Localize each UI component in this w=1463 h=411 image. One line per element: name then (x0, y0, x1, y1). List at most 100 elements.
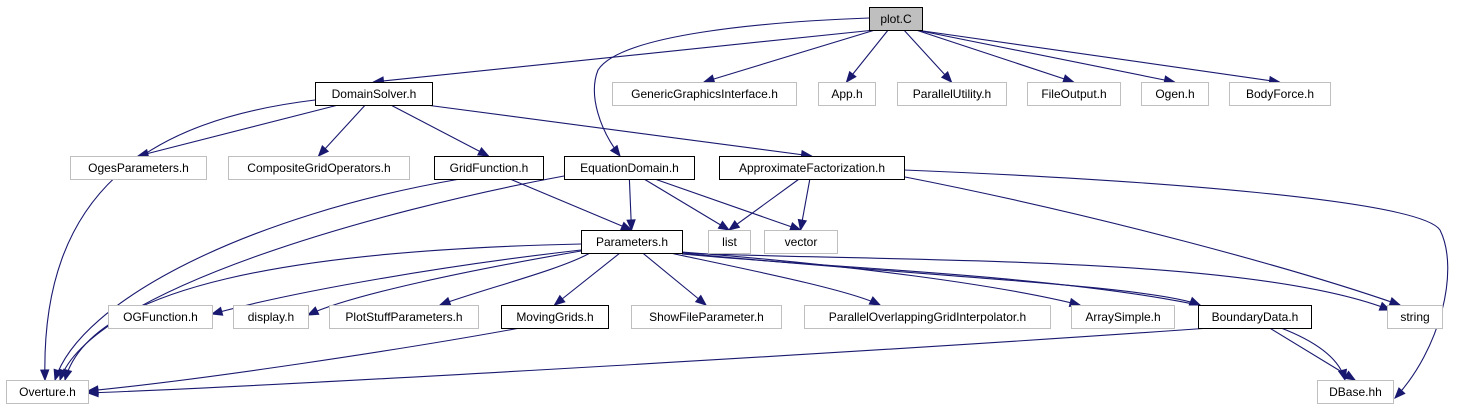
edge-parameters-to-display (306, 250, 582, 316)
node-label: FileOutput.h (1041, 87, 1106, 101)
edge-domainsolver-to-gridfunction (390, 104, 490, 157)
node-box (1027, 82, 1121, 106)
node-box (612, 82, 797, 106)
node-box (315, 82, 433, 106)
edge-line (87, 327, 1211, 394)
edge-line (439, 252, 591, 306)
edge-line (846, 29, 889, 83)
node-box (434, 156, 544, 180)
edge-line (593, 17, 870, 157)
node-label: string (1400, 310, 1429, 324)
edge-line (903, 29, 952, 83)
edge-arrowhead (694, 294, 708, 306)
node-parallelutility: ParallelUtility.h (897, 82, 1007, 106)
edge-plot_c-to-bodyforce (915, 29, 1281, 86)
node-fileoutput: FileOutput.h (1027, 82, 1121, 106)
node-label: BoundaryData.h (1212, 310, 1299, 324)
edge-line (681, 251, 1081, 306)
node-box (501, 305, 609, 329)
nodes-layer: plot.C DomainSolver.h GenericGraphicsInter… (6, 7, 1443, 404)
node-boundarydata[interactable]: BoundaryData.h (1198, 305, 1312, 329)
node-box (1229, 82, 1331, 106)
node-display: display.h (233, 305, 309, 329)
edge-parameters-to-arraysimple (681, 251, 1082, 308)
node-ogesparameters: OgesParameters.h (70, 156, 207, 180)
node-box (70, 156, 207, 180)
node-parameters[interactable]: Parameters.h (581, 230, 683, 254)
edge-line (44, 99, 316, 381)
edge-arrowhead (702, 74, 716, 84)
node-label: Overture.h (19, 385, 76, 399)
edge-arrowhead (63, 368, 73, 382)
node-box (708, 230, 751, 254)
edge-line (915, 29, 1280, 83)
node-label: vector (785, 235, 818, 249)
node-overture: Overture.h (6, 380, 89, 404)
edge-arrowhead (438, 296, 452, 306)
node-label: ParallelUtility.h (913, 87, 991, 101)
node-vector: vector (764, 230, 838, 254)
edge-gridfunction-to-overture (53, 178, 461, 382)
edge-domainsolver-to-ogesparameters (136, 104, 339, 158)
edge-line (703, 29, 876, 83)
edge-arrowhead (210, 306, 224, 316)
node-equationdomain[interactable]: EquationDomain.h (564, 156, 695, 180)
node-label: DBase.hh (1329, 385, 1382, 399)
node-gridfunction[interactable]: GridFunction.h (434, 156, 544, 180)
edge-domainsolver-to-compositegridoperators (317, 104, 366, 157)
node-label: Parameters.h (596, 235, 668, 249)
edge-line (390, 104, 489, 157)
edge-parameters-to-poginterp (669, 252, 882, 306)
node-plotstuffparameters: PlotStuffParameters.h (329, 305, 479, 329)
edge-arrowhead (1394, 387, 1406, 399)
node-poginterp: ParallelOverlappingGridInterpolator.h (804, 305, 1051, 329)
node-label: GridFunction.h (450, 161, 529, 175)
node-box (1387, 305, 1443, 329)
node-box (329, 305, 479, 329)
node-label: DomainSolver.h (332, 87, 417, 101)
edge-plot_c-to-equationdomain (593, 17, 870, 158)
edge-plot_c-to-domainsolver (372, 29, 876, 86)
node-ogen: Ogen.h (1141, 82, 1209, 106)
edge-line (1269, 327, 1356, 381)
edge-plot_c-to-fileoutput (915, 29, 1075, 84)
edge-line (509, 178, 632, 231)
edge-line (318, 104, 366, 157)
edge-line (64, 243, 582, 381)
edge-line (54, 178, 461, 381)
node-box (564, 156, 695, 180)
edge-approxfactorization-to-list (727, 178, 800, 231)
node-label: GenericGraphicsInterface.h (631, 87, 778, 101)
edge-parameters-to-showfileparameter (642, 252, 708, 306)
edge-line (654, 178, 801, 231)
edge-arrowhead (1388, 297, 1402, 307)
edge-line (642, 252, 707, 306)
node-label: EquationDomain.h (580, 161, 679, 175)
node-label: OGFunction.h (123, 310, 198, 324)
edge-arrowhead (845, 70, 857, 84)
node-box (233, 305, 309, 329)
node-approxfactorization[interactable]: ApproximateFactorization.h (719, 156, 905, 180)
edge-movinggrids-to-overture (86, 327, 521, 395)
node-label: PlotStuffParameters.h (345, 310, 462, 324)
edge-line (669, 252, 881, 306)
node-label: plot.C (880, 12, 912, 26)
edge-approxfactorization-to-vector (797, 178, 811, 232)
edge-arrowhead (317, 145, 330, 157)
node-movinggrids[interactable]: MovingGrids.h (501, 305, 609, 329)
edge-arrowhead (306, 306, 320, 316)
edge-line (137, 104, 339, 157)
node-label: ShowFileParameter.h (649, 310, 764, 324)
node-label: BodyForce.h (1246, 87, 1314, 101)
node-box (719, 156, 905, 180)
node-box (1317, 380, 1394, 404)
node-plot_c[interactable]: plot.C (869, 7, 923, 31)
edge-arrowhead (940, 71, 953, 83)
edge-arrowhead (1188, 296, 1202, 306)
node-label: MovingGrids.h (516, 310, 593, 324)
node-bodyforce: BodyForce.h (1229, 82, 1331, 106)
node-box (1198, 305, 1312, 329)
node-domainsolver[interactable]: DomainSolver.h (315, 82, 433, 106)
edge-arrowhead (717, 220, 731, 231)
